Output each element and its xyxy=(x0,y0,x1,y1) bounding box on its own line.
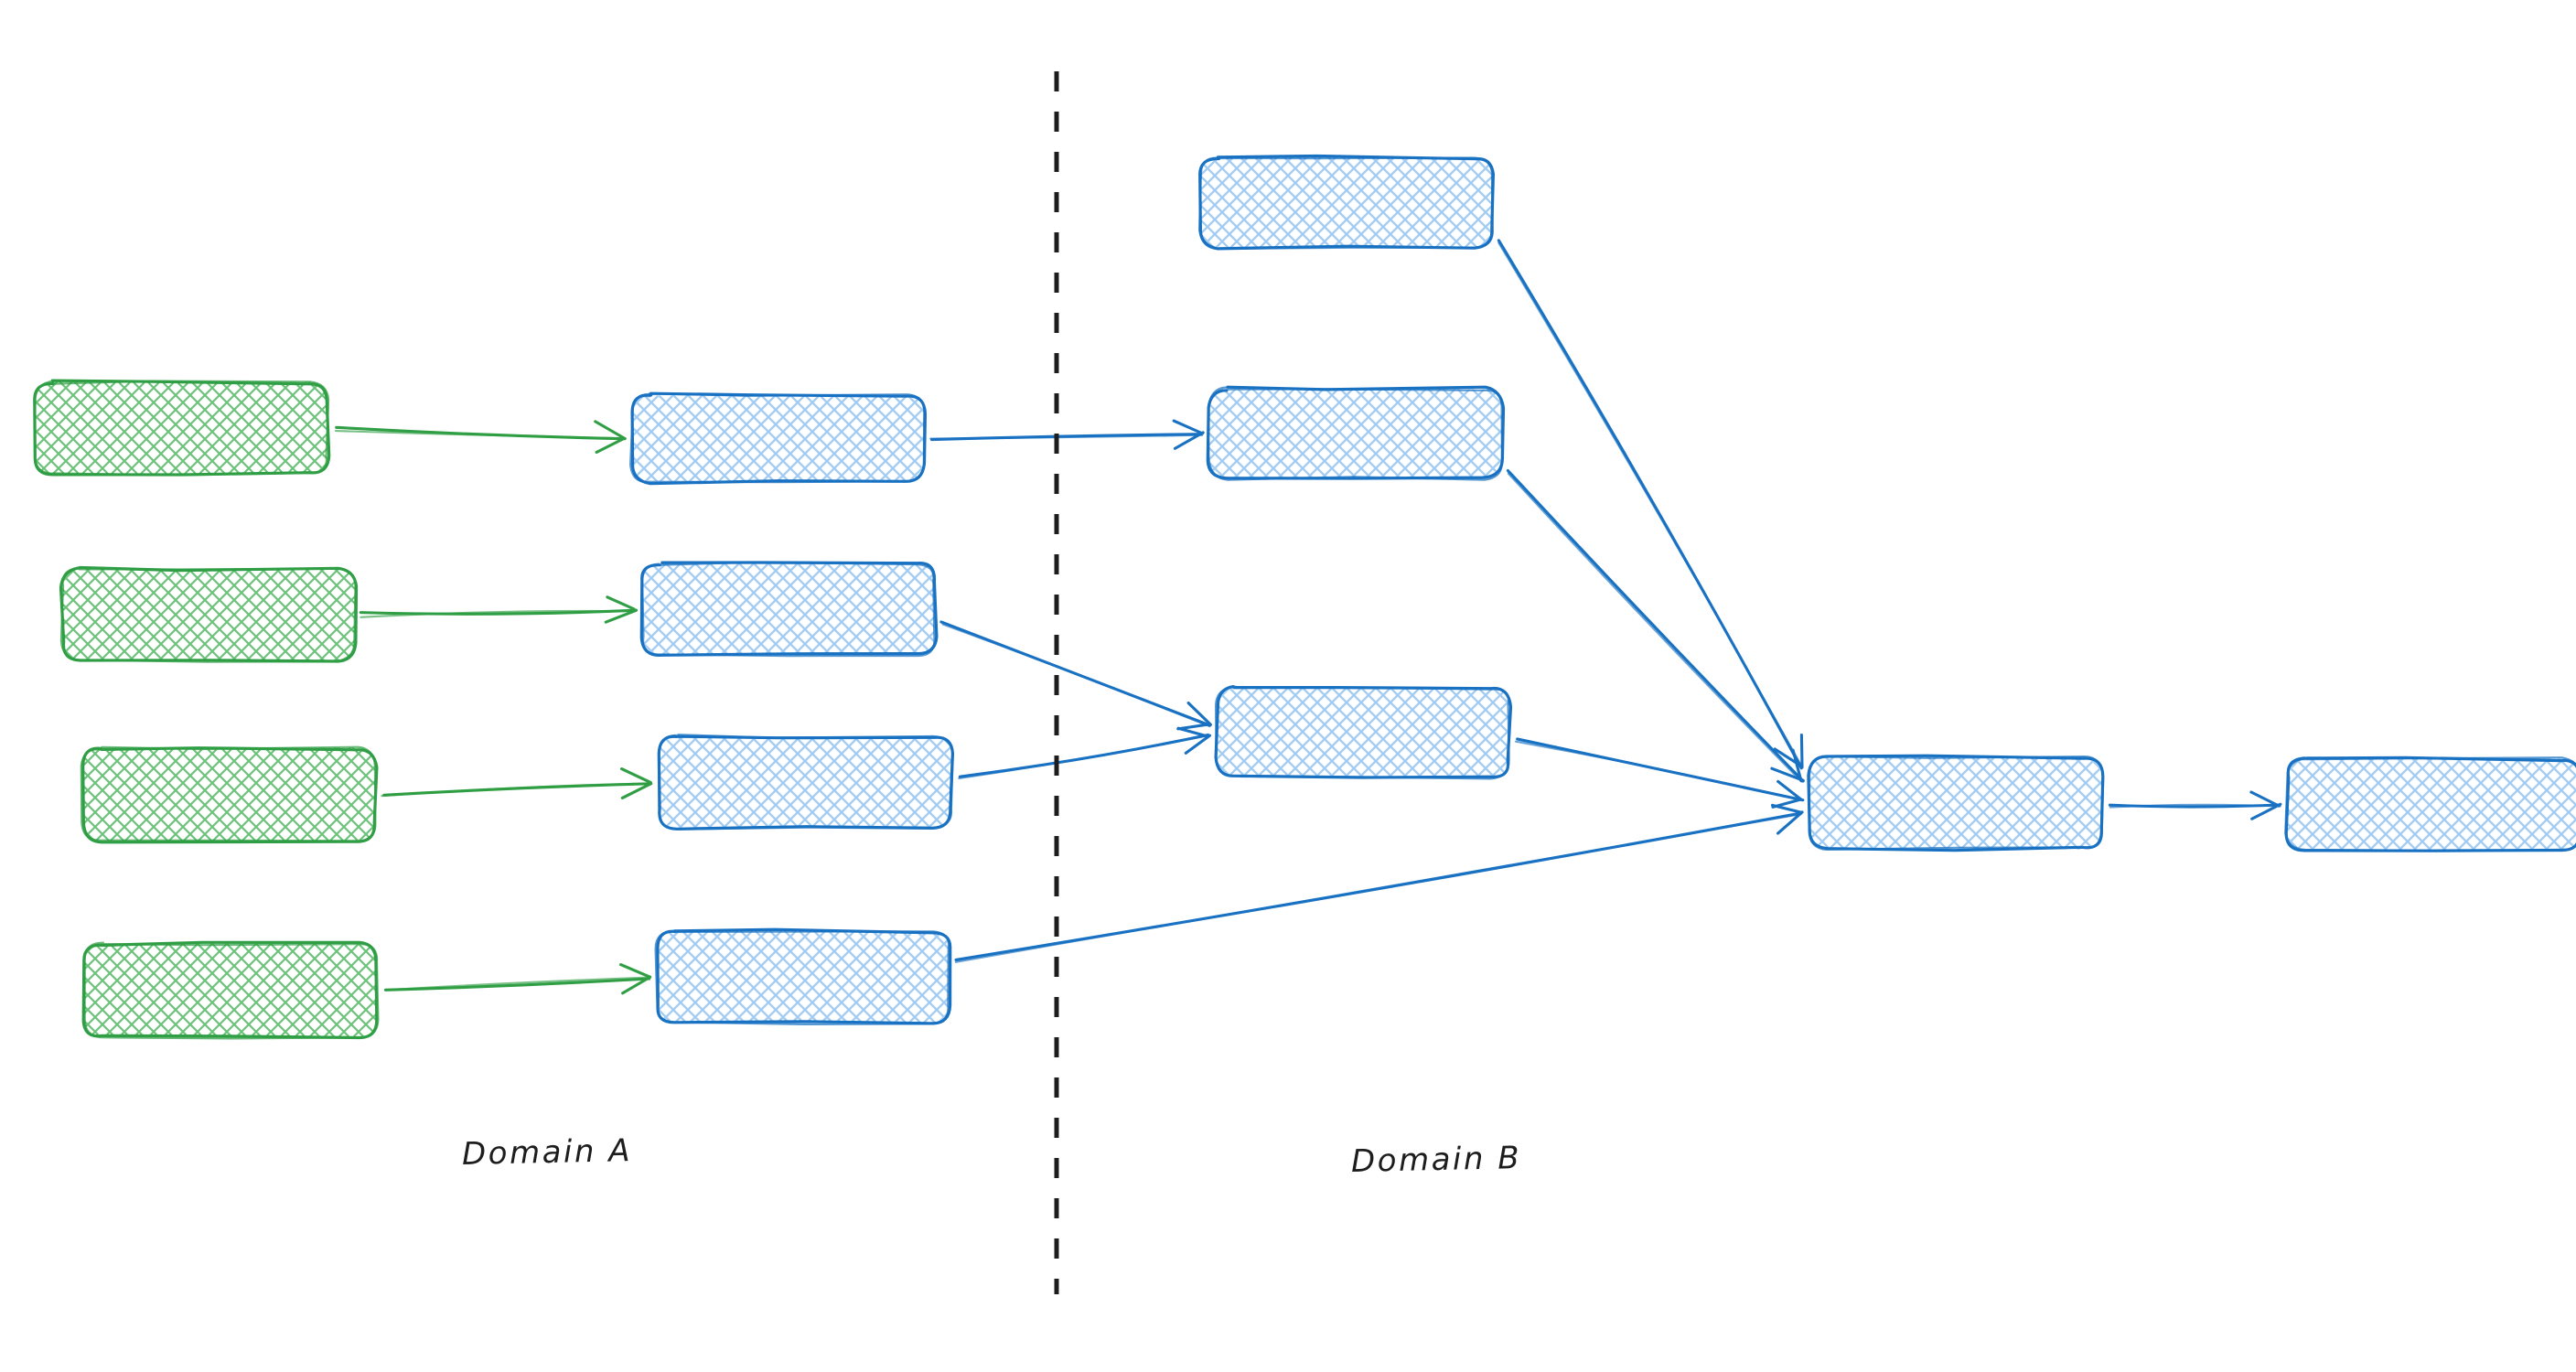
edge-line xyxy=(1507,472,1803,783)
edge-line xyxy=(958,733,1210,778)
nodes-layer xyxy=(33,154,2576,1040)
node-outline xyxy=(80,745,377,842)
node-outline xyxy=(641,561,936,658)
node-outline xyxy=(654,929,950,1025)
edge-e3[interactable] xyxy=(381,767,653,799)
edge-line xyxy=(383,977,651,991)
node-outline xyxy=(629,392,926,484)
node-fill xyxy=(1809,756,2103,850)
edge-line xyxy=(929,434,1204,440)
node-outline xyxy=(83,941,380,1040)
node-hub[interactable] xyxy=(1807,754,2105,852)
arrowhead xyxy=(1791,748,1803,783)
node-fill xyxy=(641,563,936,656)
node-fill xyxy=(34,381,328,475)
node-outline xyxy=(1198,156,1494,250)
arrowhead xyxy=(1184,734,1212,755)
node-m1[interactable] xyxy=(629,391,927,486)
edge-line xyxy=(334,429,626,440)
node-outline xyxy=(34,380,330,477)
arrowhead xyxy=(594,420,627,441)
node-out[interactable] xyxy=(2284,756,2576,852)
edge-e1[interactable] xyxy=(334,420,627,455)
edge-line xyxy=(381,782,653,798)
edge-e8[interactable] xyxy=(1497,239,1804,770)
node-outline xyxy=(658,734,954,831)
node-fill xyxy=(1208,389,1503,478)
edge-e9[interactable] xyxy=(1506,468,1805,783)
arrowhead xyxy=(595,436,626,455)
node-outline xyxy=(59,567,357,663)
node-b1[interactable] xyxy=(1198,154,1495,251)
arrowhead xyxy=(621,975,652,995)
arrowhead xyxy=(2249,790,2281,808)
edge-e10[interactable] xyxy=(1514,737,1805,809)
edge-e5[interactable] xyxy=(929,419,1205,450)
node-fill xyxy=(1216,687,1510,778)
arrowhead xyxy=(1776,810,1804,835)
arrowhead xyxy=(1770,766,1805,782)
node-outline xyxy=(1214,685,1510,780)
node-fill xyxy=(61,568,356,661)
node-a1[interactable] xyxy=(33,379,331,477)
node-a3[interactable] xyxy=(80,745,379,844)
edge-line xyxy=(1514,740,1805,801)
arrowhead xyxy=(620,767,652,785)
edge-line xyxy=(1506,468,1805,783)
arrowhead xyxy=(2250,802,2282,820)
edge-line xyxy=(954,811,1803,961)
edge-e12[interactable] xyxy=(2108,790,2282,820)
edge-e7[interactable] xyxy=(958,726,1212,780)
edge-line xyxy=(2109,803,2281,809)
node-m3[interactable] xyxy=(657,734,954,831)
node-outline xyxy=(2284,756,2576,852)
node-b3[interactable] xyxy=(1214,685,1513,780)
edges-layer xyxy=(334,239,2282,995)
arrowhead xyxy=(1172,419,1204,435)
node-fill xyxy=(1199,156,1494,248)
arrowhead xyxy=(619,963,651,979)
node-a2[interactable] xyxy=(59,565,359,663)
node-fill xyxy=(83,943,377,1038)
arrowhead xyxy=(604,608,638,624)
arrowhead xyxy=(606,595,636,611)
node-fill xyxy=(631,394,925,482)
edge-line xyxy=(958,734,1210,780)
node-fill xyxy=(656,930,950,1024)
domain-a-label: Domain A xyxy=(461,1132,633,1173)
edge-line xyxy=(360,609,637,618)
node-m4[interactable] xyxy=(654,927,952,1025)
node-outline xyxy=(1808,755,2105,851)
node-fill xyxy=(81,747,375,842)
edge-line xyxy=(383,976,652,991)
edge-line xyxy=(1497,241,1804,769)
arrowhead xyxy=(1176,726,1210,738)
edge-e2[interactable] xyxy=(359,595,639,624)
arrowhead xyxy=(1173,431,1205,450)
arrowhead xyxy=(1770,803,1803,814)
node-a4[interactable] xyxy=(81,940,380,1040)
arrowhead xyxy=(1186,702,1212,726)
node-outline xyxy=(1207,386,1504,481)
node-fill xyxy=(2286,758,2576,852)
edge-e11[interactable] xyxy=(954,803,1804,963)
arrowhead xyxy=(1799,734,1804,769)
edge-line xyxy=(954,812,1802,963)
arrowhead xyxy=(620,782,652,799)
arrowhead xyxy=(1776,779,1803,801)
edge-e4[interactable] xyxy=(383,963,652,995)
edge-e6[interactable] xyxy=(939,620,1212,731)
domain-b-label: Domain B xyxy=(1350,1140,1522,1180)
edge-line xyxy=(941,623,1211,728)
node-fill xyxy=(658,735,952,829)
node-m2[interactable] xyxy=(639,561,939,658)
node-b2[interactable] xyxy=(1206,385,1506,481)
